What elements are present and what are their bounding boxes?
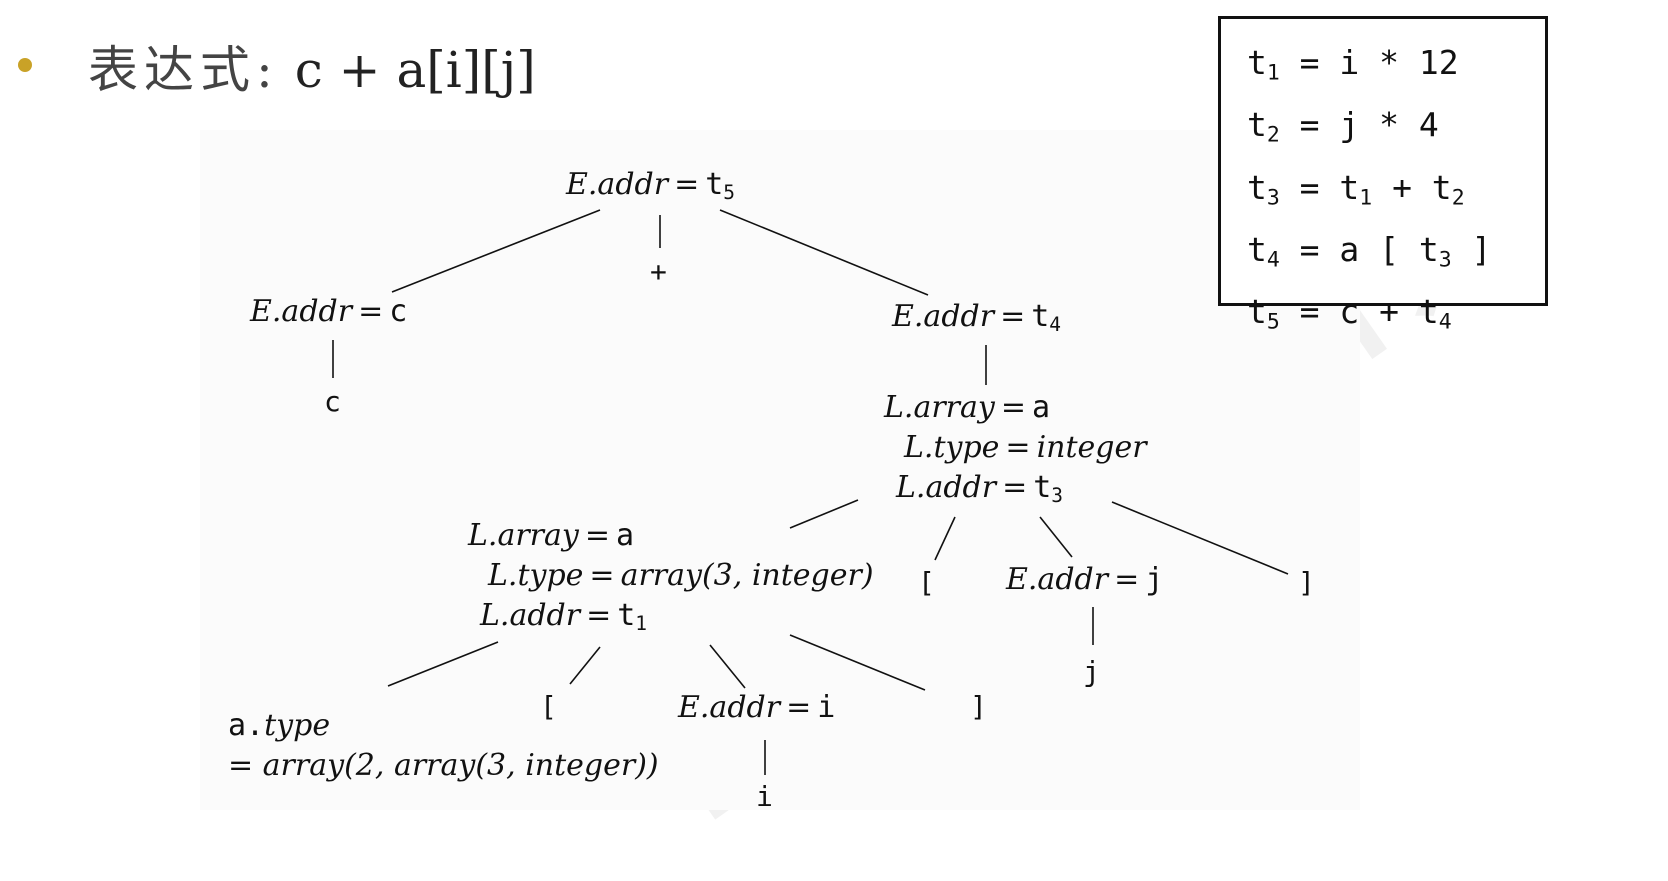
edge-louter-e [1039, 516, 1073, 558]
outer-rbracket: ] [1298, 566, 1315, 599]
parse-tree-figure [200, 130, 1360, 810]
inner-rbracket: ] [970, 690, 987, 723]
outer-l-addr: L.addr=t3 [896, 470, 1064, 507]
root-node: E.addr=t5 [566, 167, 736, 204]
page-title: 表达式: c + a[i][j] [88, 30, 536, 102]
inner-lbracket: [ [540, 690, 557, 723]
edge-linner-lbracket [569, 646, 601, 685]
title-label: 表达式: [88, 41, 279, 99]
edge-louter-lbracket [934, 516, 956, 561]
c-leaf: c [324, 385, 341, 418]
code-line-5: t5 = c + t4 [1247, 292, 1452, 335]
edge-louter-rbracket [1111, 501, 1289, 575]
outer-l-type: L.type=integer [904, 430, 1147, 465]
outer-lbracket: [ [918, 566, 935, 599]
outer-e-node: E.addr=j [1006, 562, 1164, 597]
left-e-node: E.addr=c [250, 294, 408, 329]
j-leaf: j [1083, 655, 1100, 688]
code-line-4: t4 = a [ t3 ] [1247, 230, 1492, 273]
tree-edges [332, 209, 1289, 775]
plus-leaf: + [650, 255, 667, 288]
edge-linner-rbracket [789, 634, 926, 691]
i-leaf: i [756, 780, 773, 813]
edge-louter-linner [789, 499, 859, 529]
code-line-1: t1 = i * 12 [1247, 43, 1459, 86]
inner-l-type: L.type=array(3, integer) [488, 558, 874, 593]
edge-linner-e [709, 644, 746, 689]
a-type-line1: a.type [228, 708, 331, 743]
edge-linner-atype [387, 641, 499, 687]
edge-root-left [391, 209, 601, 293]
inner-l-array: L.array=a [468, 518, 635, 553]
a-type-line2: = array(2, array(3, integer)) [228, 748, 659, 783]
code-line-2: t2 = j * 4 [1247, 105, 1439, 148]
inner-l-addr: L.addr=t1 [480, 598, 648, 635]
right-e-node: E.addr=t4 [892, 299, 1062, 336]
code-line-3: t3 = t1 + t2 [1247, 167, 1465, 211]
title-expression: c + a[i][j] [294, 41, 536, 99]
bullet-icon [18, 58, 32, 72]
three-address-code-box: t1 = i * 12 t2 = j * 4 t3 = t1 + t2 t4 =… [1218, 16, 1548, 335]
outer-l-array: L.array=a [884, 390, 1051, 425]
edge-root-right [719, 209, 929, 296]
inner-e-node: E.addr=i [678, 690, 836, 725]
